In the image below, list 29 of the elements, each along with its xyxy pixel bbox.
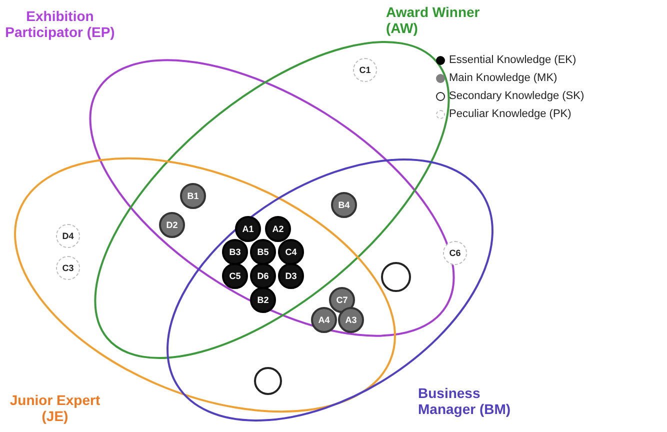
knowledge-circle: D2 (159, 212, 185, 238)
set-label: Business Manager (BM) (418, 385, 512, 417)
set-label: Award Winner (AW) (386, 4, 481, 36)
knowledge-circle: D4 (56, 224, 80, 248)
knowledge-circle: A4 (311, 307, 337, 333)
knowledge-circle: D3 (278, 263, 304, 289)
legend-label: Main Knowledge (MK) (449, 72, 558, 84)
knowledge-circle: C3 (56, 256, 80, 280)
legend-label: Peculiar Knowledge (PK) (449, 108, 572, 120)
knowledge-circle: B3 (222, 239, 248, 265)
knowledge-circle (254, 367, 282, 395)
legend-label: Essential Knowledge (EK) (449, 54, 576, 66)
knowledge-circle (381, 262, 411, 292)
set-label: Junior Expert (JE) (8, 392, 102, 424)
knowledge-circle: B1 (180, 183, 206, 209)
knowledge-circle: B5 (250, 239, 276, 265)
knowledge-circle: B2 (250, 287, 276, 313)
knowledge-circle: C4 (278, 239, 304, 265)
legend-label: Secondary Knowledge (SK) (449, 90, 584, 102)
knowledge-circle: C6 (443, 241, 467, 265)
knowledge-circle: A2 (265, 216, 291, 242)
knowledge-circle: C1 (353, 58, 377, 82)
knowledge-circle: A1 (235, 216, 261, 242)
knowledge-circle: C7 (329, 287, 355, 313)
knowledge-circle: A3 (338, 307, 364, 333)
knowledge-circle: C5 (222, 263, 248, 289)
set-label: Exhibition Participator (EP) (4, 8, 116, 40)
knowledge-circle: D6 (250, 263, 276, 289)
knowledge-circle: B4 (331, 192, 357, 218)
